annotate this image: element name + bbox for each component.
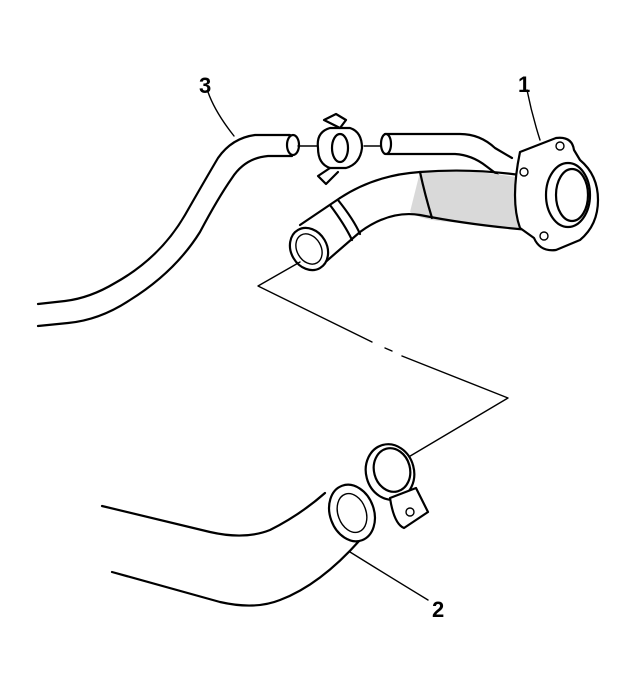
vent-hose-clamp <box>316 112 364 186</box>
vent-tube <box>379 132 514 177</box>
filler-flange <box>513 136 600 252</box>
filler-hose-clamp <box>364 443 430 530</box>
vent-hose <box>36 133 301 328</box>
filler-pipe <box>288 169 532 272</box>
callout-3: 3 <box>199 73 211 98</box>
callout-2: 2 <box>432 597 444 622</box>
filler-hose <box>100 483 377 607</box>
callout-1: 1 <box>518 72 530 97</box>
callout-leaders <box>207 89 541 601</box>
alignment-line-main <box>257 261 509 469</box>
